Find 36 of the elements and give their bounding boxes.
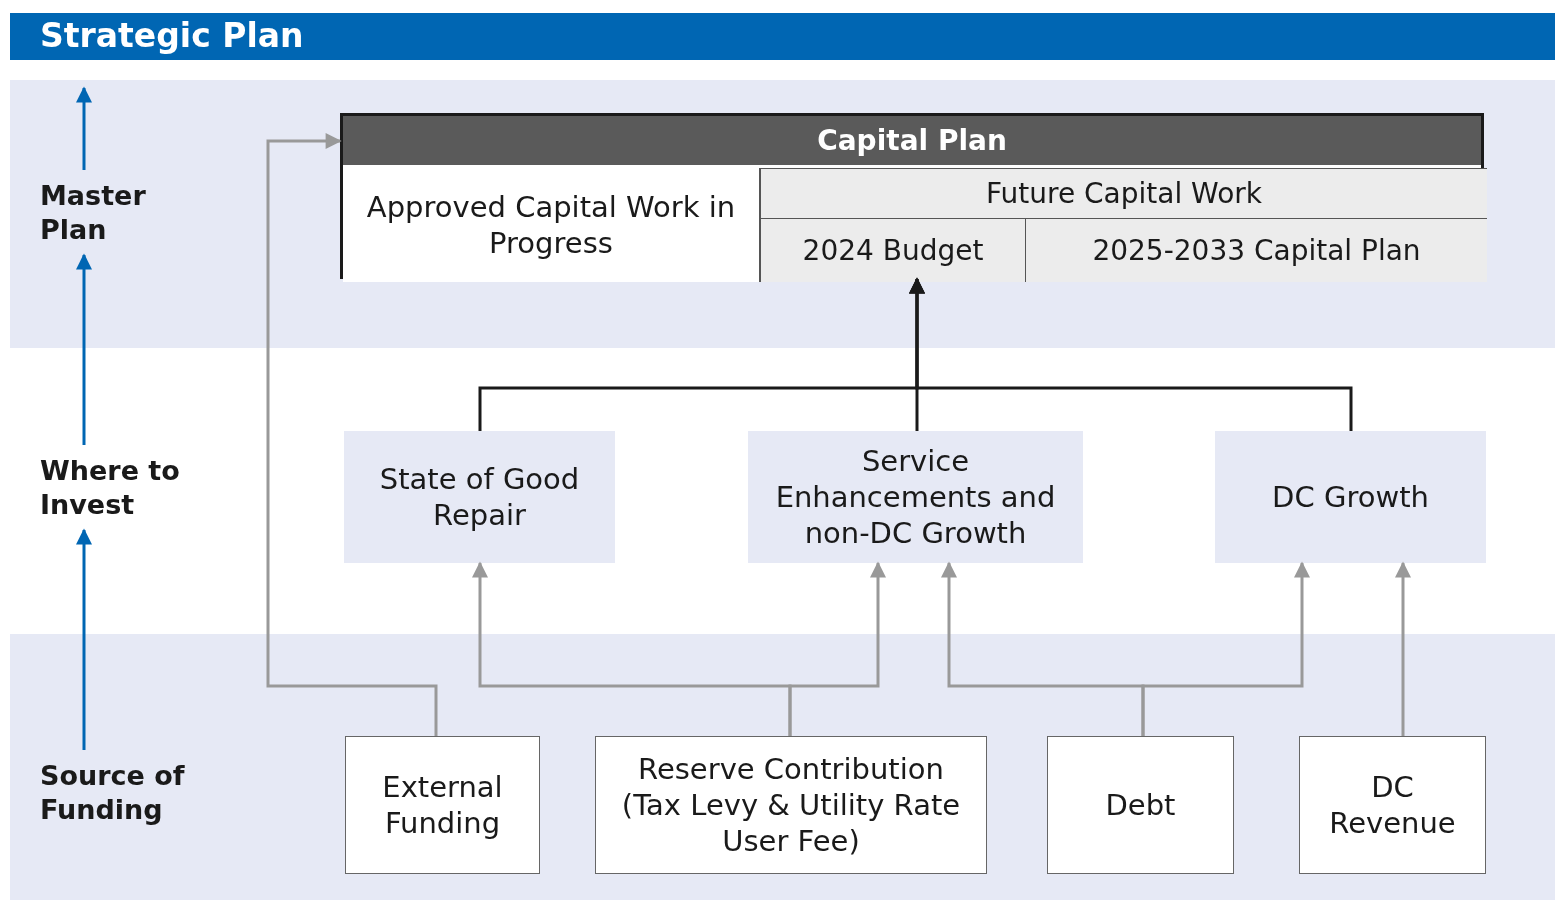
table-title: Capital Plan: [817, 124, 1007, 157]
arrow: [1395, 561, 1411, 736]
investment-box: [1215, 431, 1486, 563]
arrow: [266, 133, 438, 736]
box-text: 2025-2033 Capital Plan: [1092, 233, 1421, 268]
arrow: [76, 528, 92, 750]
funding-box: [1299, 736, 1486, 874]
table-cell: [343, 168, 760, 282]
arrow: [76, 86, 92, 170]
arrow: [909, 277, 1353, 431]
level-label-text: Source of Funding: [40, 758, 186, 827]
funding-box: [595, 736, 987, 874]
funding-box: [345, 736, 540, 874]
investment-box: [748, 431, 1083, 563]
box-text: Reserve Contribution (Tax Levy & Utility Rate User Fee): [620, 750, 962, 860]
box-text: DC Revenue: [1328, 768, 1457, 842]
arrow: [788, 561, 886, 736]
arrow: [1141, 561, 1310, 736]
table-cell: [760, 218, 1025, 282]
table-cell: [760, 168, 1487, 218]
table-cell: [1025, 218, 1487, 282]
box-text: Debt: [1105, 786, 1176, 824]
investment-box: [344, 431, 615, 563]
box-text: External Funding: [381, 768, 504, 842]
box-text: State of Good Repair: [378, 460, 581, 534]
funding-box: [1047, 736, 1234, 874]
box-text: 2024 Budget: [802, 233, 984, 268]
level-label-text: Where to Invest: [40, 453, 181, 522]
level-label-text: Master Plan: [40, 178, 147, 247]
capital-plan-table: [340, 113, 1484, 279]
box-text: Approved Capital Work in Progress: [365, 188, 737, 262]
title: Strategic Plan: [40, 16, 304, 55]
box-text: Service Enhancements and non-DC Growth: [774, 442, 1057, 552]
arrow: [76, 253, 92, 445]
box-text: Future Capital Work: [985, 176, 1263, 211]
box-text: DC Growth: [1272, 478, 1429, 516]
